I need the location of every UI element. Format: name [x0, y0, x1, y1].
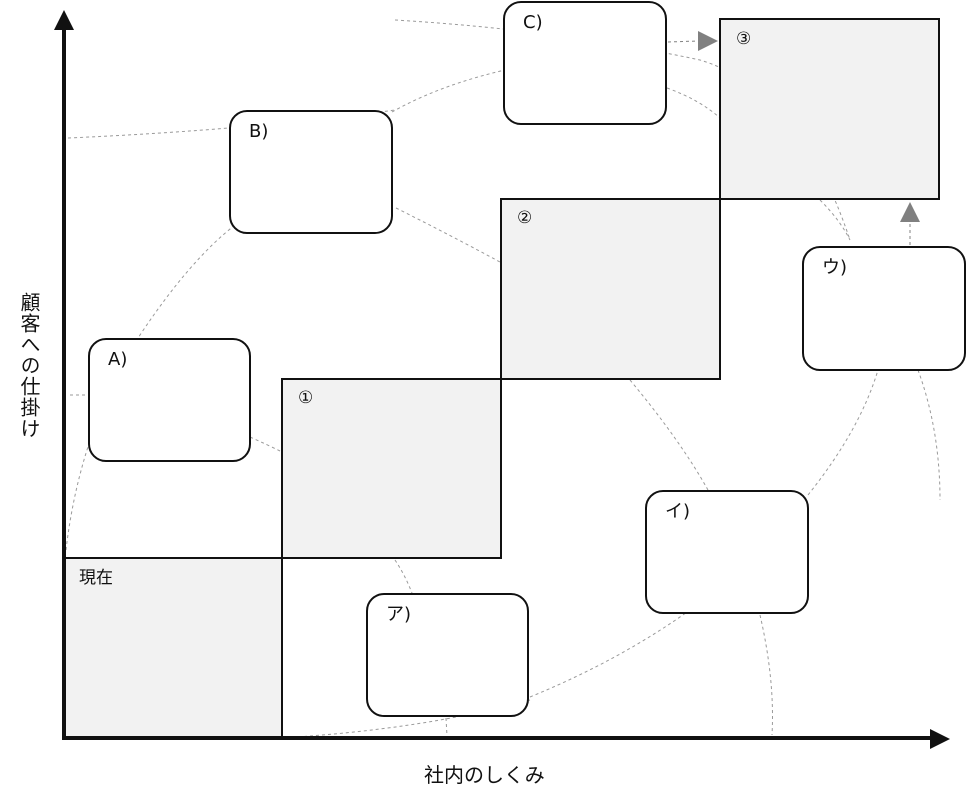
- customer-box-a-label: A): [108, 349, 128, 370]
- dashed-arc-bottom-right: [759, 614, 773, 736]
- dashed-arc-a-1: [249, 436, 283, 453]
- customer-box-a: A): [88, 338, 251, 462]
- customer-box-c: C): [503, 1, 667, 125]
- y-axis-arrowhead: [54, 10, 74, 30]
- dashed-arc-inner: [395, 207, 501, 263]
- step-2-block: [500, 198, 721, 380]
- c-to-3-arrowhead: [698, 31, 718, 51]
- progression-arrows: [667, 31, 920, 245]
- dashed-arc-3-u: [819, 199, 851, 241]
- internal-box-u-label: ウ): [822, 257, 848, 278]
- axes: [54, 10, 950, 749]
- dashed-arc-bottom-a: [445, 717, 448, 737]
- step-label-current: 現在: [79, 568, 113, 588]
- dashed-arc-a-i: [529, 609, 691, 698]
- customer-box-b-label: B): [249, 121, 269, 142]
- dashed-arc-c-right: [666, 87, 721, 119]
- step-3-block: [719, 18, 940, 200]
- step-label-3: ③: [736, 29, 752, 49]
- step-label-2: ②: [517, 208, 533, 228]
- customer-box-b: B): [229, 110, 393, 234]
- y-axis-label: 顧客への仕掛け: [17, 292, 41, 439]
- internal-box-i: イ): [645, 490, 809, 614]
- dashed-arc-right-outer: [917, 369, 941, 501]
- dashed-arc-i-u: [807, 369, 879, 496]
- dashed-arc-1-a: [394, 559, 413, 594]
- customer-box-c-label: C): [523, 12, 543, 33]
- dashed-arc-2-i: [629, 379, 709, 491]
- dashed-arc-b-c: [391, 69, 506, 113]
- internal-box-u: ウ): [802, 246, 966, 371]
- x-axis-arrowhead: [930, 729, 950, 749]
- step-label-1: ①: [298, 388, 314, 408]
- step-current-block: [63, 557, 283, 739]
- x-axis-label: 社内のしくみ: [424, 763, 545, 787]
- c-to-3-arrow-shaft: [667, 40, 699, 43]
- u-to-3-arrowhead: [900, 202, 920, 222]
- step-1-block: [281, 378, 502, 559]
- internal-box-a: ア): [366, 593, 529, 717]
- internal-box-a-label: ア): [386, 604, 412, 625]
- internal-box-i-label: イ): [665, 501, 691, 522]
- step-blocks: [63, 18, 940, 739]
